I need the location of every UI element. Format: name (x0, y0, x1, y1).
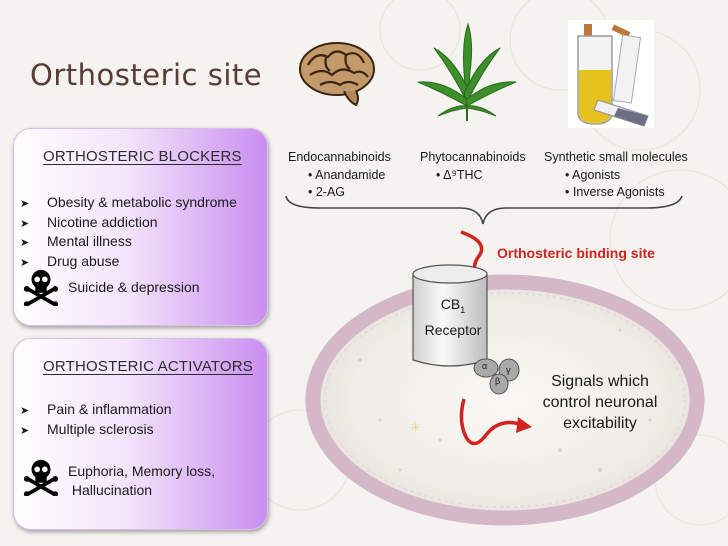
synthetic-column: Synthetic small molecules • Agonists • I… (544, 149, 688, 202)
g-protein-icon (473, 358, 520, 395)
activators-consequence: Euphoria, Memory loss, Hallucination (68, 462, 215, 500)
skull-crossbones-icon (23, 459, 59, 496)
cannabis-leaf-icon (417, 22, 517, 121)
svg-text:✳: ✳ (410, 421, 421, 436)
arrow-bullet-icon: ➤ (20, 198, 30, 210)
list-item-label: Nicotine addiction (47, 213, 158, 230)
activators-heading: ORTHOSTERIC ACTIVATORS (43, 358, 253, 375)
g-gamma-label: γ (506, 365, 511, 375)
signals-text: Signals which control neuronal excitabil… (530, 371, 670, 434)
phytocannabinoids-column: Phytocannabinoids • Δ⁹THC (420, 149, 526, 184)
test-tube-icon (568, 20, 654, 128)
g-beta-label: β (495, 376, 501, 386)
thc-item: • Δ⁹THC (436, 167, 483, 182)
skull-crossbones-icon (23, 269, 59, 306)
list-item: ➤ Nicotine addiction (20, 213, 237, 233)
blockers-list: ➤ Obesity & metabolic syndrome ➤ Nicotine … (20, 193, 237, 271)
list-item: ➤ Multiple sclerosis (20, 420, 172, 440)
list-item-label: Multiple sclerosis (47, 420, 154, 437)
anandamide-item: • Anandamide (308, 167, 386, 182)
activators-consequence-line-2: Hallucination (68, 482, 153, 498)
arrow-bullet-icon: ➤ (20, 405, 30, 417)
signal-arrow-icon (459, 398, 532, 446)
synthetic-title: Synthetic small molecules (544, 150, 688, 164)
arrow-bullet-icon: ➤ (20, 237, 30, 249)
activators-box (13, 338, 268, 530)
list-item-label: Drug abuse (47, 252, 120, 269)
blockers-consequence: Suicide & depression (68, 279, 200, 295)
receptor-name: CB1 (440, 296, 466, 315)
phytocannabinoids-title: Phytocannabinoids (420, 150, 526, 164)
endocannabinoids-title: Endocannabinoids (288, 150, 391, 164)
blockers-heading: ORTHOSTERIC BLOCKERS (43, 148, 242, 165)
list-item-label: Obesity & metabolic syndrome (47, 194, 237, 210)
g-alpha-label: α (482, 361, 488, 371)
arrow-bullet-icon: ➤ (20, 424, 30, 437)
binding-site-label: Orthosteric binding site (497, 245, 655, 261)
2ag-item: • 2-AG (308, 185, 346, 199)
receptor-type: Receptor (424, 321, 482, 338)
list-item: ➤ Drug abuse (20, 252, 237, 272)
cell-membrane (305, 274, 705, 526)
brain-icon (299, 42, 375, 107)
agonists-item: • Agonists (565, 167, 621, 182)
blockers-box (13, 128, 268, 326)
page-title: Orthosteric site (30, 58, 263, 92)
arrow-bullet-icon: ➤ (20, 217, 30, 230)
list-item: ➤ Pain & inflammation (20, 400, 172, 420)
endocannabinoids-column: Endocannabinoids • Anandamide • 2-AG (288, 149, 391, 202)
activators-list: ➤ Pain & inflammation ➤ Multiple sclerosis (20, 400, 172, 439)
list-item-label: Pain & inflammation (47, 401, 172, 417)
list-item-label: Mental illness (47, 233, 132, 249)
list-item: ➤ Mental illness (20, 232, 237, 252)
signals-line-2: control neuronal (542, 394, 658, 411)
receptor-label: CB1 Receptor (418, 294, 488, 340)
activators-consequence-line-1: Euphoria, Memory loss, (68, 463, 216, 479)
signals-line-1: Signals which (551, 373, 649, 390)
inverse-agonists-item: • Inverse Agonists (565, 185, 665, 199)
ligand-brace (285, 195, 683, 225)
signals-line-3: excitability (563, 415, 637, 432)
arrow-bullet-icon: ➤ (20, 256, 30, 269)
list-item: ➤ Obesity & metabolic syndrome (20, 193, 237, 213)
